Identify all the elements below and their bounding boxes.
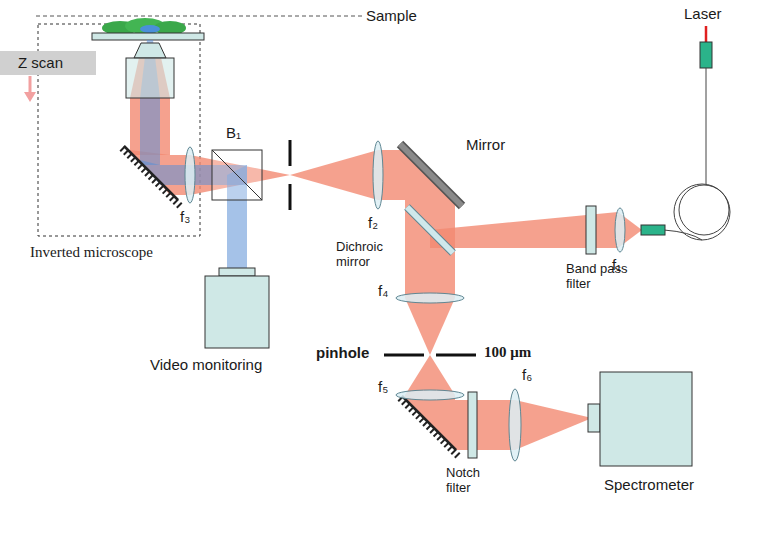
lens-label: f₆ [522, 366, 532, 383]
laser-label: Laser [684, 5, 722, 22]
lens [396, 390, 464, 400]
camera-label: Video monitoring [150, 356, 262, 373]
sample-label: Sample [366, 7, 417, 24]
laser-beam [515, 400, 592, 450]
lens-label: f₄ [378, 282, 388, 299]
spectrometer-label: Spectrometer [604, 476, 694, 493]
mirror [400, 144, 462, 206]
dichroic-mirror [407, 207, 453, 253]
fiber-loop [679, 185, 729, 235]
hatched-mirror [122, 146, 180, 206]
laser-beam [290, 150, 378, 200]
lens [615, 208, 625, 252]
lens-label: f₃ [180, 208, 190, 225]
dichroic-mirror [407, 207, 453, 253]
filter-label: Band pass filter [566, 262, 640, 292]
lens-label: f₁ [612, 256, 621, 273]
lens [509, 389, 521, 461]
aperture [289, 140, 292, 166]
lens [396, 293, 464, 303]
optical-fiber [664, 230, 702, 240]
camera-mount [219, 268, 255, 276]
mirror-label: Mirror [466, 136, 505, 153]
objective-tip [134, 43, 166, 58]
beam-splitter [212, 150, 262, 200]
pinhole-size: 100 μm [484, 344, 531, 361]
lens [373, 141, 383, 209]
pinhole-label: pinhole [316, 344, 369, 361]
microscope-label: Inverted microscope [30, 244, 153, 261]
lens-label: f₅ [378, 378, 388, 395]
spectrometer-slit [588, 404, 600, 432]
pinhole [384, 354, 424, 357]
sample-slide [92, 33, 204, 40]
component-label: B₁ [226, 124, 241, 141]
sample-blob [102, 18, 186, 35]
z-scan-arrow [24, 92, 36, 102]
beam-splitter [212, 150, 262, 200]
laser-beam [405, 395, 515, 450]
laser-beam [130, 44, 642, 450]
hatched-mirror [400, 396, 458, 456]
hatched-mirror [402, 396, 456, 450]
hatched-mirror [124, 146, 178, 200]
notch-filter-label: Notch filter [446, 466, 496, 496]
objective-body [126, 58, 174, 98]
laser-beam [405, 355, 455, 395]
hatched-mirror [122, 148, 180, 206]
z-scan-label: Z scan [18, 54, 63, 71]
band-pass-filter [586, 206, 596, 254]
laser-beam [378, 150, 455, 298]
laser-emitter [705, 26, 708, 42]
lens-label: f₂ [368, 214, 378, 231]
imaging-beam [140, 98, 160, 165]
camera-body [205, 276, 269, 348]
optical-fiber [706, 68, 707, 184]
hatched-mirror [400, 398, 458, 456]
laser-source [700, 42, 712, 68]
dichroic-label: Dichroic mirror [336, 240, 402, 270]
z-scan-arrow [29, 76, 32, 94]
spectrometer-body [600, 372, 692, 466]
mirror [400, 144, 462, 206]
z-scan-bar [0, 51, 96, 75]
lens [185, 147, 195, 203]
fiber-loop [674, 184, 730, 240]
sample-blob [140, 25, 160, 33]
aperture [289, 184, 292, 210]
sample-plane-line [36, 16, 362, 17]
pinhole [436, 354, 476, 357]
fiber-connector [641, 225, 665, 235]
notch-filter [468, 392, 477, 458]
laser-beam [405, 298, 455, 355]
